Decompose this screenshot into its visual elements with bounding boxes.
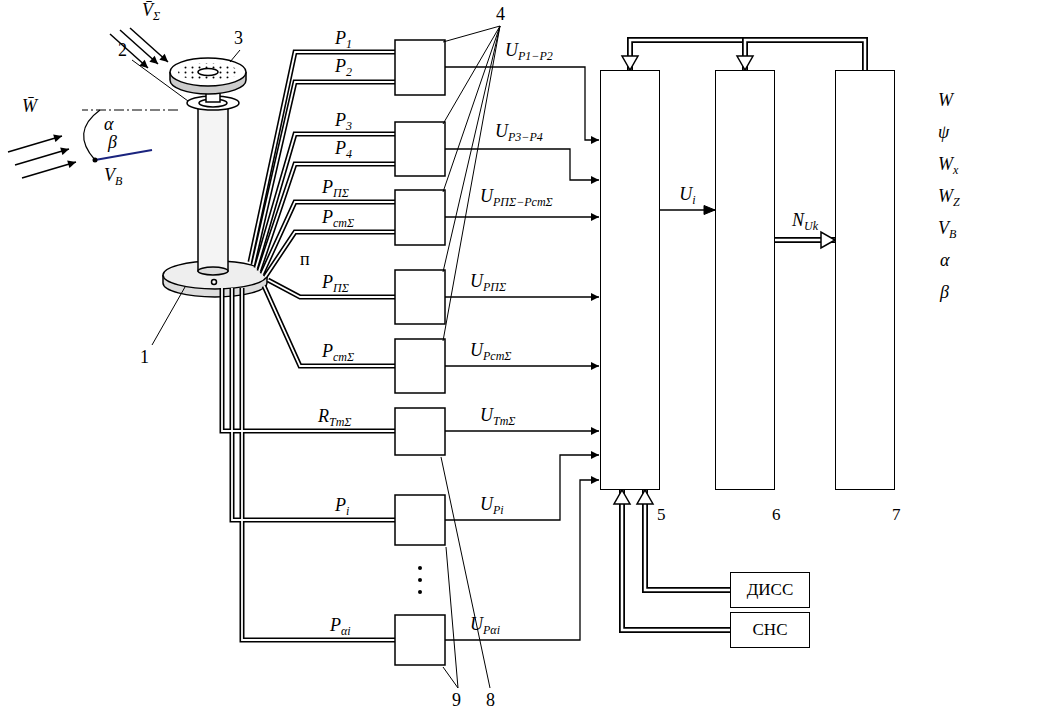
signal-label: UP3−P4 [495,121,543,143]
output-label: β [940,282,949,303]
callout-number: 5 [657,505,666,525]
bus-line [645,490,730,590]
ellipsis-dots [418,566,422,594]
bus-line [745,40,865,70]
connector [622,40,865,70]
connector [775,232,835,248]
signal-label: UPстΣ [470,340,511,362]
arrow-head [622,56,638,70]
bus-line [630,40,865,70]
vector-label: V̄Σ [142,0,160,22]
callout-number: 1 [140,347,149,368]
processing-block: 5 [600,70,660,490]
callout-number: 9 [452,690,461,711]
vector-label: VВ [104,165,122,187]
angle-label: α [104,114,113,135]
signal-label: UPПΣ−PстΣ [480,186,553,208]
bus-line-core [622,490,730,630]
signal-label: UTтΣ [480,405,515,427]
callout-number: 2 [118,40,127,61]
pressure-label: P1 [335,28,352,50]
pressure-label: Pαi [330,615,351,637]
bus-line-core [630,40,865,70]
vector-label: W̄ [22,96,37,117]
signal-label: UPПΣ [470,271,506,293]
arrow-head [737,56,753,70]
bus-line [622,490,730,630]
signal-label: Ui [679,184,695,206]
output-label: W [938,90,953,111]
angle-label: β [108,132,117,153]
signal-label: UP1−P2 [505,40,553,62]
callout-number: 4 [496,4,505,25]
converter-boxes [395,40,445,665]
angle-sketch [82,110,178,163]
device-box: СНС [730,612,810,648]
connector [660,206,715,215]
arrow-head [614,490,630,504]
output-label: ψ [938,122,949,143]
device-name: СНС [753,620,788,640]
note-label: п [300,249,310,270]
resistance-label: RTтΣ [318,406,351,428]
bus-line-core [645,490,730,590]
pressure-label: Pi [335,495,349,517]
flow-arrows [8,28,168,178]
callout-number: 6 [772,505,781,525]
output-label: α [940,250,949,271]
connector [637,490,730,590]
pressure-label: P4 [335,138,352,160]
arrow-head [821,232,835,248]
callout-number: 3 [234,28,243,49]
pressure-label: PстΣ [322,207,354,229]
bus-line-core [745,40,865,70]
processing-block: 6 [715,70,775,490]
signal-label: UPαi [470,614,500,636]
arrow-head [637,490,653,504]
connector [614,490,730,630]
pressure-label: PстΣ [322,341,354,363]
leader-lines [132,26,500,688]
signal-label: NUk [792,210,818,232]
device-name: ДИСС [747,580,794,600]
pressure-label: P3 [335,110,352,132]
output-label: VВ [938,218,956,240]
signal-label: UPi [480,494,504,516]
callout-number: 7 [892,505,901,525]
device-box: ДИСС [730,572,810,608]
connector [737,40,865,70]
output-label: Wx [938,154,958,176]
signal-wires [445,67,599,640]
callout-number: 8 [486,690,495,711]
pressure-label: PПΣ [322,177,349,199]
pressure-label: PПΣ [322,272,349,294]
processing-block: 7 [835,70,895,490]
arrow-head [704,206,715,215]
pressure-label: P2 [335,56,352,78]
output-label: WZ [938,186,960,208]
